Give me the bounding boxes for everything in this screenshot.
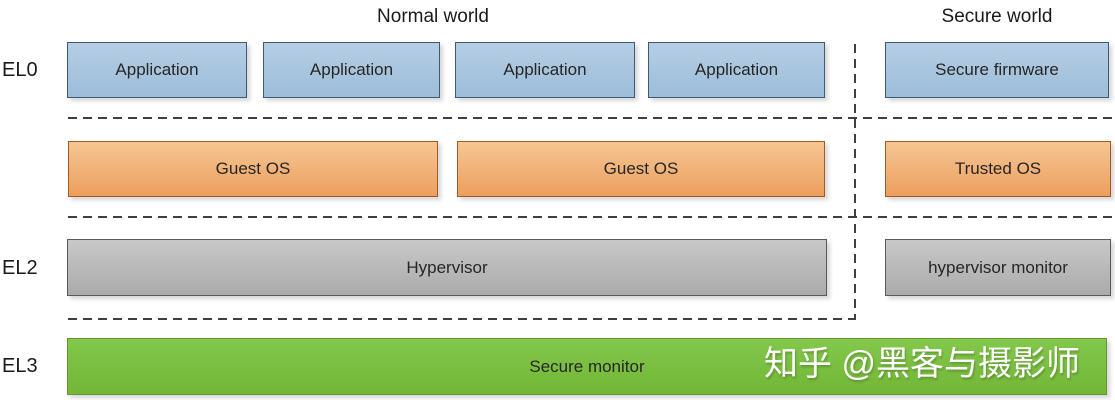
guest-os-box-1: Guest OS [68, 141, 438, 197]
secure-monitor-box: Secure monitor [67, 338, 1107, 395]
el0-label: EL0 [2, 59, 38, 81]
application-box-4: Application [648, 42, 825, 98]
application-box-3: Application [455, 42, 635, 98]
world-divider-line [854, 44, 856, 320]
watermark: 知乎 @黑客与摄影师 [764, 345, 1080, 383]
el0-el1-divider-line [68, 117, 1113, 119]
el2-label: EL2 [2, 257, 38, 279]
el2-el3-divider-line [68, 318, 855, 320]
application-box-1: Application [67, 42, 247, 98]
hypervisor-box: Hypervisor [67, 239, 827, 296]
trusted-os-box: Trusted OS [885, 141, 1111, 197]
guest-os-box-2: Guest OS [457, 141, 825, 197]
secure-world-title: Secure world [941, 6, 1053, 27]
secure-firmware-box: Secure firmware [885, 42, 1109, 98]
hypervisor-monitor-box: hypervisor monitor [885, 239, 1111, 296]
el3-label: EL3 [2, 355, 38, 377]
normal-world-title: Normal world [377, 6, 489, 27]
el1-el2-divider-line [68, 216, 1113, 218]
application-box-2: Application [263, 42, 440, 98]
